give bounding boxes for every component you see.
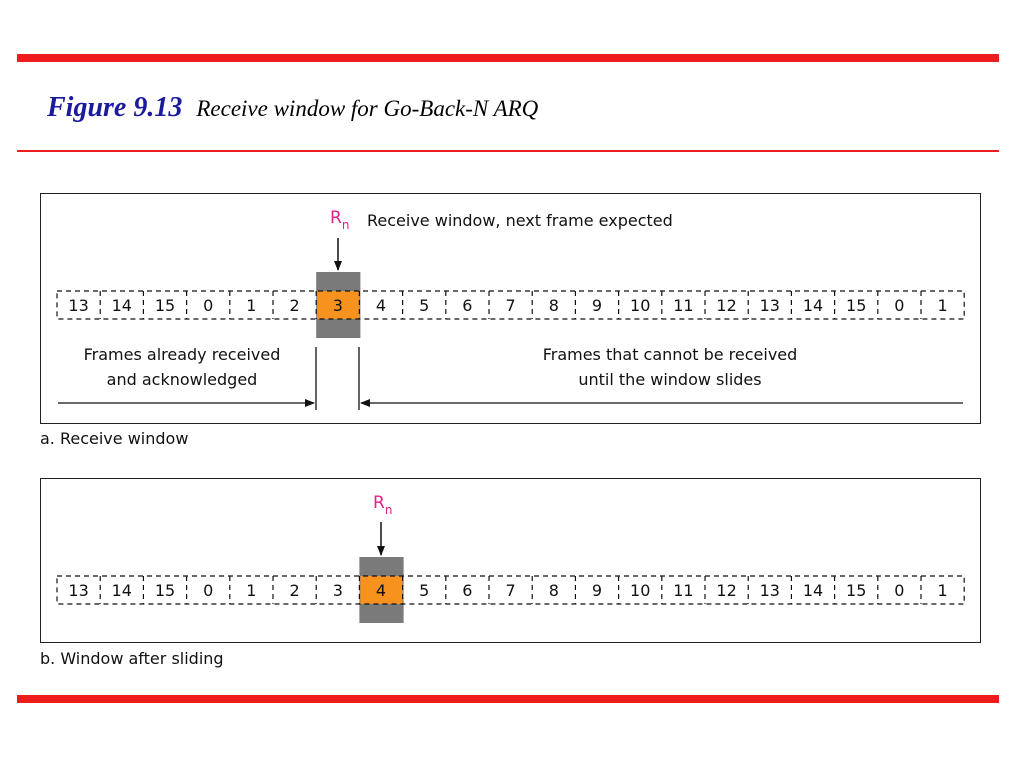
panel-a-frame-number: 8: [549, 296, 559, 315]
panel-b-frame-number: 7: [506, 581, 516, 600]
panel-a-right-note-line2: until the window slides: [578, 370, 761, 389]
panel-a-frame-number: 1: [246, 296, 256, 315]
panel-b-frame-number: 9: [592, 581, 602, 600]
panel-b-frame-number: 6: [462, 581, 472, 600]
panel-b-frame: [40, 478, 981, 643]
panel-b-frame-number: 12: [716, 581, 736, 600]
panel-a-frame-number: 4: [376, 296, 386, 315]
panel-b-frame-number: 0: [203, 581, 213, 600]
panel-a-frame-number: 1: [938, 296, 948, 315]
panel-b-frame-number: 0: [894, 581, 904, 600]
panel-a-frame-number: 13: [68, 296, 88, 315]
panel-b-frame-number: 8: [549, 581, 559, 600]
panel-b-rn-label: Rn: [373, 493, 392, 517]
panel-a-rn-pointer: Rn: [330, 208, 349, 271]
figure-title: Figure 9.13 Receive window for Go-Back-N …: [47, 92, 538, 124]
panel-a-frame-number: 3: [333, 296, 343, 315]
panel-b-frame-number: 1: [246, 581, 256, 600]
panel-a-frame-number: 15: [155, 296, 175, 315]
panel-a-strip-outline: [56, 290, 965, 320]
panel-b-frame-number: 4: [376, 581, 386, 600]
panel-a-left-note-line1: Frames already received: [84, 345, 281, 364]
panel-b-frame-number: 3: [333, 581, 343, 600]
panel-a-pointer-description: Receive window, next frame expected: [367, 211, 673, 230]
top-red-rule: [17, 54, 999, 62]
panel-b-frame-number: 11: [673, 581, 693, 600]
panel-b-frame-number: 14: [112, 581, 132, 600]
figure-caption: Receive window for Go-Back-N ARQ: [196, 96, 539, 121]
panel-a-left-note-line2: and acknowledged: [107, 370, 258, 389]
title-underline-rule: [17, 150, 999, 152]
panel-a-expected-frame: [317, 291, 360, 319]
panel-a-rn-label: Rn: [330, 208, 349, 232]
panel-a-frame-number: 12: [716, 296, 736, 315]
panel-b-rn-pointer: Rn: [373, 493, 392, 556]
panel-a-right-note-line1: Frames that cannot be received: [543, 345, 798, 364]
panel-b-frame-number: 13: [68, 581, 88, 600]
panel-b-frame-number: 5: [419, 581, 429, 600]
panel-b-frame-number: 15: [155, 581, 175, 600]
panel-a-frame-number: 2: [290, 296, 300, 315]
panel-a-frame-number: 0: [203, 296, 213, 315]
bottom-red-rule: [17, 695, 999, 703]
panel-a-frame-number: 9: [592, 296, 602, 315]
panel-a-frame-number: 0: [894, 296, 904, 315]
panel-b-frame-number: 2: [290, 581, 300, 600]
panel-b-frame-number: 13: [760, 581, 780, 600]
panel-b-caption: b. Window after sliding: [40, 649, 224, 668]
panel-a-frame-number: 5: [419, 296, 429, 315]
panel-a-frame-number: 7: [506, 296, 516, 315]
panel-b-strip-outline: [56, 575, 965, 605]
panel-a-caption: a. Receive window: [40, 429, 189, 448]
panel-a-frame-number: 13: [760, 296, 780, 315]
figure-number: Figure 9.13: [47, 92, 183, 123]
panel-a-frame-number: 15: [846, 296, 866, 315]
panel-b-frame-number: 14: [803, 581, 823, 600]
panel-b-frame-number: 1: [938, 581, 948, 600]
panel-a-frame-number: 10: [630, 296, 650, 315]
panel-a-frame-number: 14: [803, 296, 823, 315]
panel-b-frame-number: 15: [846, 581, 866, 600]
panel-a-frame-number: 6: [462, 296, 472, 315]
panel-a-frame: [40, 193, 981, 424]
panel-b-frame-number: 10: [630, 581, 650, 600]
panel-a-frame-number: 11: [673, 296, 693, 315]
panel-b-expected-frame: [360, 576, 403, 604]
panel-a-frame-number: 14: [112, 296, 132, 315]
